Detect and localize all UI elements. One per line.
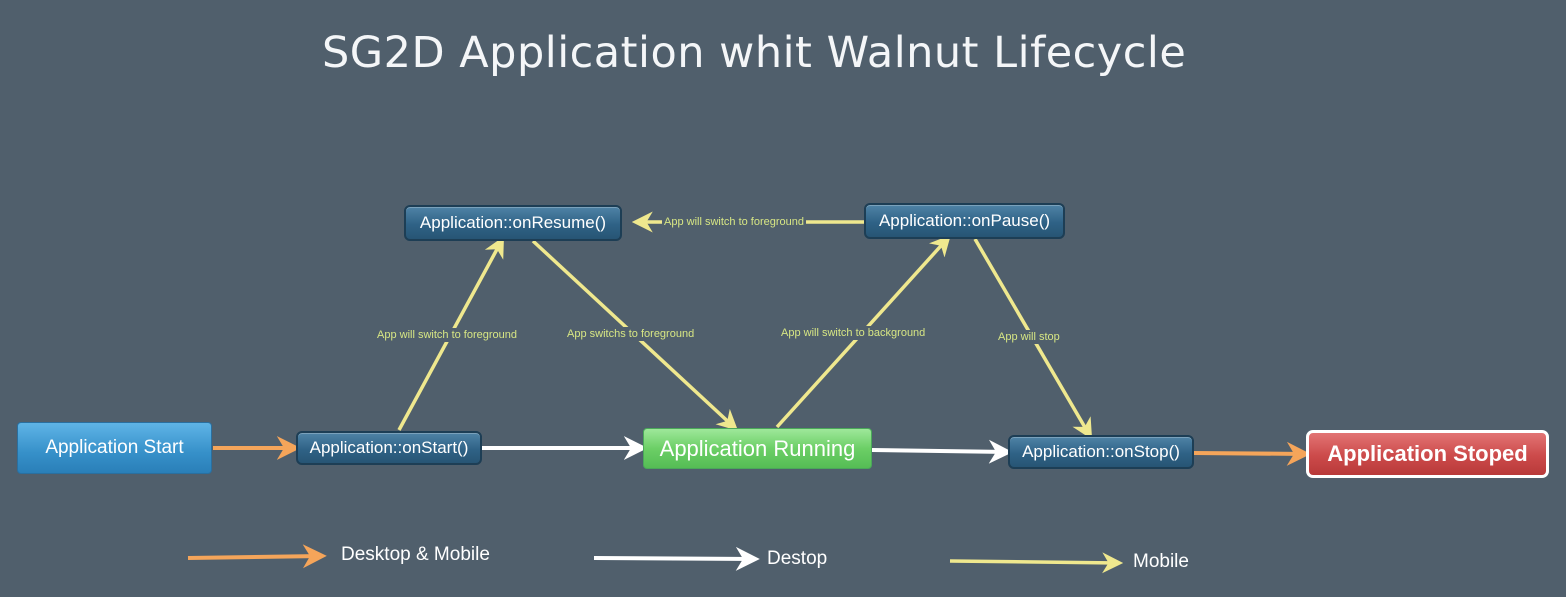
legend-arrow-mobile xyxy=(949,552,1124,574)
node-on-start: Application::onStart() xyxy=(296,431,482,465)
edge-label-start-to-resume: App will switch to foreground xyxy=(376,328,519,342)
node-application-start: Application Start xyxy=(17,422,212,474)
legend-label-desktop-mobile: Desktop & Mobile xyxy=(341,544,490,565)
arrow-onstop-to-stopped xyxy=(1193,441,1311,466)
legend-label-desktop: Destop xyxy=(767,548,828,569)
edge-label-resume-to-running: App switchs to foreground xyxy=(566,327,696,341)
node-on-pause: Application::onPause() xyxy=(864,203,1065,239)
node-on-stop: Application::onStop() xyxy=(1008,435,1194,469)
legend-arrow-desktop xyxy=(593,546,760,571)
edge-label-pause-to-stop: App will stop xyxy=(997,330,1061,344)
node-on-resume: Application::onResume() xyxy=(404,205,622,241)
node-application-stopped: Application Stoped xyxy=(1306,430,1549,478)
edge-label-running-to-pause: App will switch to background xyxy=(780,326,927,340)
legend-arrow-desktop-mobile xyxy=(187,544,327,569)
diagram-title: SG2D Application whit Walnut Lifecycle xyxy=(322,28,1187,78)
node-application-running: Application Running xyxy=(643,428,872,469)
edge-label-pause-to-resume: App will switch to foreground xyxy=(662,215,807,229)
legend-label-mobile: Mobile xyxy=(1133,551,1189,572)
arrow-running-to-onstop xyxy=(871,439,1013,464)
